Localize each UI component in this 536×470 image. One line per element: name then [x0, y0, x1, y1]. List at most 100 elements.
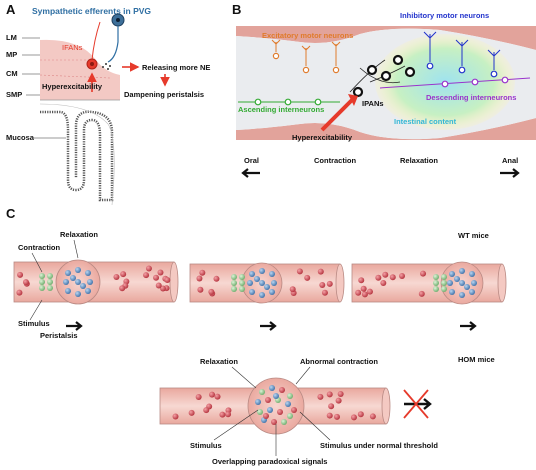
red-dot-icon — [159, 285, 166, 292]
ifans-label: IFANs — [62, 43, 83, 52]
red-dot-icon — [143, 272, 150, 279]
mixed-signal-dot-icon — [285, 401, 291, 407]
red-dot-icon — [153, 274, 160, 281]
hom-stimulus-label: Stimulus — [190, 441, 222, 450]
red-dot-icon — [355, 289, 362, 296]
blue-dot-icon — [254, 276, 260, 282]
blue-dot-icon — [249, 271, 255, 277]
layer-label-smp: SMP — [6, 90, 22, 99]
blue-dot-icon — [75, 279, 81, 285]
wt-mice-label: WT mice — [458, 231, 489, 240]
ifan-nucleus-icon — [90, 62, 94, 66]
blue-dot-icon — [259, 268, 265, 274]
red-dot-icon — [209, 391, 216, 398]
red-dot-icon — [197, 286, 204, 293]
red-dot-icon — [304, 274, 311, 281]
excitatory-neuron-icon — [272, 52, 280, 60]
tube-end — [169, 261, 179, 303]
releasing-ne-label: Releasing more NE — [142, 63, 210, 72]
red-dot-icon — [326, 412, 333, 419]
blue-dot-icon — [459, 268, 465, 274]
blue-dot-icon — [65, 288, 71, 294]
excitatory-terminal — [271, 39, 281, 52]
relaxation-leader — [73, 239, 79, 259]
dampening-label: Dampening peristalsis — [124, 90, 204, 99]
panel-a: A LM MP CM SMP Mucosa Sympathetic effere… — [6, 2, 210, 206]
green-dot-icon — [231, 274, 237, 280]
b-hyperexcitability-arrow — [320, 98, 354, 132]
contraction-c-label: Contraction — [18, 243, 61, 252]
red-dot-icon — [214, 393, 221, 400]
blue-dot-icon — [259, 280, 265, 286]
layer-label-lm: LM — [6, 33, 17, 42]
green-dot-icon — [239, 280, 245, 286]
red-dot-icon — [203, 407, 210, 414]
blue-dot-icon — [449, 271, 455, 277]
green-dot-icon — [441, 280, 447, 286]
blue-dot-icon — [85, 288, 91, 294]
tube-end — [497, 263, 507, 303]
overlapping-label: Overlapping paradoxical signals — [212, 457, 327, 466]
blue-dot-icon — [259, 292, 265, 298]
oral-arrow-icon — [241, 168, 260, 178]
blue-dot-icon — [269, 271, 275, 277]
mixed-signal-dot-icon — [277, 409, 283, 415]
blue-dot-icon — [249, 289, 255, 295]
green-dot-icon — [433, 280, 439, 286]
red-dot-icon — [317, 268, 324, 275]
ipans-label: IPANs — [362, 99, 384, 108]
oral-label: Oral — [244, 156, 259, 165]
layer-label-mucosa: Mucosa — [6, 133, 35, 142]
inhibitory-label: Inhibitory motor neurons — [400, 11, 489, 20]
hom-stimulus-leader — [213, 409, 259, 441]
green-dot-icon — [39, 273, 45, 279]
red-dot-icon — [195, 393, 202, 400]
blue-dot-icon — [454, 276, 460, 282]
excitatory-neuron-icon — [332, 66, 340, 74]
inhibitory-neuron-icon — [490, 70, 498, 78]
mixed-signal-dot-icon — [263, 413, 269, 419]
green-dot-icon — [239, 274, 245, 280]
red-dot-icon — [369, 413, 376, 420]
excitatory-label: Excitatory motor neurons — [262, 31, 353, 40]
blue-dot-icon — [459, 280, 465, 286]
green-dot-icon — [47, 279, 53, 285]
red-dot-icon — [326, 391, 333, 398]
red-dot-icon — [350, 414, 357, 421]
mixed-signal-dot-icon — [273, 393, 279, 399]
relaxation-c-label: Relaxation — [60, 230, 98, 239]
red-dot-icon — [328, 403, 335, 410]
peristalsis-arrow-icon — [66, 321, 83, 331]
red-dot-icon — [16, 289, 23, 296]
ascending-neuron-icon — [284, 98, 292, 106]
green-dot-icon — [39, 279, 45, 285]
red-dot-icon — [319, 281, 326, 288]
blue-dot-icon — [447, 280, 453, 286]
blue-dot-icon — [471, 280, 477, 286]
contraction-label: Contraction — [314, 156, 357, 165]
descending-neuron-icon — [441, 80, 449, 88]
blue-dot-icon — [75, 267, 81, 273]
red-dot-icon — [296, 268, 303, 275]
descending-label: Descending interneurons — [426, 93, 516, 102]
red-dot-icon — [333, 413, 340, 420]
muscle-layer-shape — [40, 39, 120, 100]
red-dot-icon — [317, 393, 324, 400]
stimulus-c-label: Stimulus — [18, 319, 50, 328]
ipan-neuron-icon — [366, 64, 378, 76]
anal-label: Anal — [502, 156, 518, 165]
red-dot-icon — [199, 269, 206, 276]
inhibitory-terminal — [487, 49, 501, 70]
mucosa-villi — [40, 110, 114, 202]
inhibitory-terminal — [423, 31, 437, 62]
peristalsis-arrow-icon — [460, 321, 477, 331]
ipan-neuron-icon — [404, 66, 416, 78]
blue-dot-icon — [449, 289, 455, 295]
panel-a-letter: A — [6, 2, 16, 17]
red-dot-icon — [196, 275, 203, 282]
ascending-label: Ascending interneurons — [238, 105, 324, 114]
green-dot-icon — [47, 285, 53, 291]
red-dot-icon — [380, 280, 387, 287]
hom-tube — [159, 377, 391, 435]
